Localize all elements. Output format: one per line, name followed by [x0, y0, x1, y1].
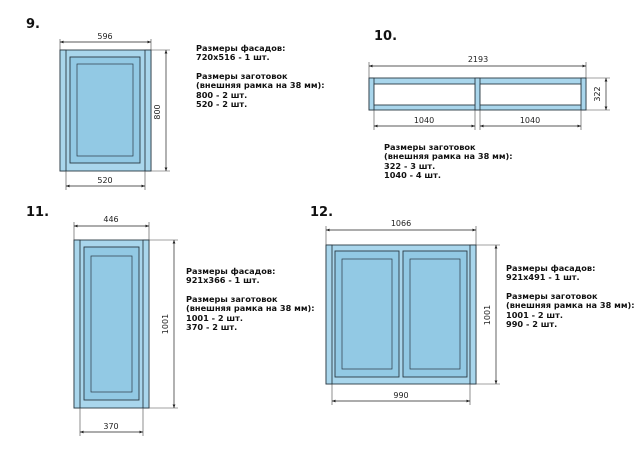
dimension-top: 446: [103, 215, 118, 224]
dimension-top: 1066: [391, 219, 411, 228]
right-stile: [580, 77, 587, 111]
dimension-side: 322: [593, 86, 602, 101]
left-stile: [59, 49, 67, 172]
blank-title: Размеры заготовок: [506, 290, 598, 301]
blank-line: 1040 - 4 шт.: [384, 170, 441, 181]
dimension-bottom: 990: [393, 391, 408, 400]
diagram-11: 11. 446 1001 370: [26, 205, 178, 436]
diagram-12: 12. 1066 1001 990: [310, 205, 500, 405]
panel-inset-left: [341, 258, 393, 370]
facade-line: 720x516 - 1 шт.: [196, 52, 270, 63]
blank-line: 1001 - 2 шт.: [186, 312, 243, 323]
facade-line: 921x366 - 1 шт.: [186, 275, 260, 286]
notes-10: Размеры заготовок (внешняя рамка на 38 м…: [384, 142, 513, 181]
diagram-number: 9.: [26, 17, 40, 32]
dimension-top: 2193: [468, 55, 488, 64]
facade-panel-right: [402, 250, 468, 378]
dimension-bottom-right: 1040: [520, 116, 540, 125]
blank-line: 1001 - 2 шт.: [506, 309, 563, 320]
blank-title: Размеры заготовок: [186, 293, 278, 304]
facade-panel: [69, 56, 141, 164]
blank-subtitle: (внешняя рамка на 38 мм):: [384, 151, 513, 162]
facade-title: Размеры фасадов:: [506, 263, 596, 273]
dimension-bottom: 370: [103, 422, 118, 431]
dimension-bottom-left: 1040: [414, 116, 434, 125]
diagram-10: 10. 2193 322 1040 1040: [368, 29, 610, 130]
blank-subtitle: (внешняя рамка на 38 мм):: [186, 303, 315, 314]
notes-11: Размеры фасадов: 921x366 - 1 шт. Размеры…: [186, 266, 315, 333]
right-opening: [479, 83, 582, 106]
facade-title: Размеры фасадов:: [196, 43, 286, 53]
notes-12: Размеры фасадов: 921x491 - 1 шт. Размеры…: [506, 263, 635, 330]
blank-title: Размеры заготовок: [196, 70, 288, 81]
panel-inset: [76, 63, 134, 157]
right-stile: [144, 49, 152, 172]
blank-subtitle: (внешняя рамка на 38 мм):: [196, 80, 325, 91]
blank-line: 990 - 2 шт.: [506, 319, 558, 330]
dimension-side: 800: [153, 104, 162, 119]
dimension-side: 1001: [483, 305, 492, 325]
left-stile: [73, 239, 81, 409]
left-stile: [325, 244, 333, 385]
diagram-number: 12.: [310, 205, 333, 220]
blank-title: Размеры заготовок: [384, 142, 476, 152]
blank-subtitle: (внешняя рамка на 38 мм):: [506, 300, 635, 311]
blank-line: 322 - 3 шт.: [384, 160, 436, 171]
dimension-top: 596: [97, 32, 112, 41]
blank-line: 520 - 2 шт.: [196, 99, 248, 110]
right-stile: [142, 239, 150, 409]
diagram-number: 11.: [26, 205, 49, 220]
right-stile: [469, 244, 477, 385]
notes-9: Размеры фасадов: 720x516 - 1 шт. Размеры…: [196, 43, 325, 110]
panel-inset: [90, 255, 133, 393]
panel-inset-right: [409, 258, 461, 370]
left-stile: [368, 77, 375, 111]
diagram-9: 9. 596 800 520: [26, 17, 170, 190]
facade-panel: [83, 246, 140, 401]
facade-panel-left: [334, 250, 400, 378]
diagram-number: 10.: [374, 29, 397, 44]
dimension-bottom: 520: [97, 176, 112, 185]
facade-title: Размеры фасадов:: [186, 266, 276, 276]
dimension-side: 1001: [161, 314, 170, 334]
middle-stile: [474, 77, 481, 111]
blank-line: 800 - 2 шт.: [196, 89, 248, 100]
left-opening: [373, 83, 476, 106]
facade-line: 921x491 - 1 шт.: [506, 272, 580, 283]
blank-line: 370 - 2 шт.: [186, 322, 238, 333]
